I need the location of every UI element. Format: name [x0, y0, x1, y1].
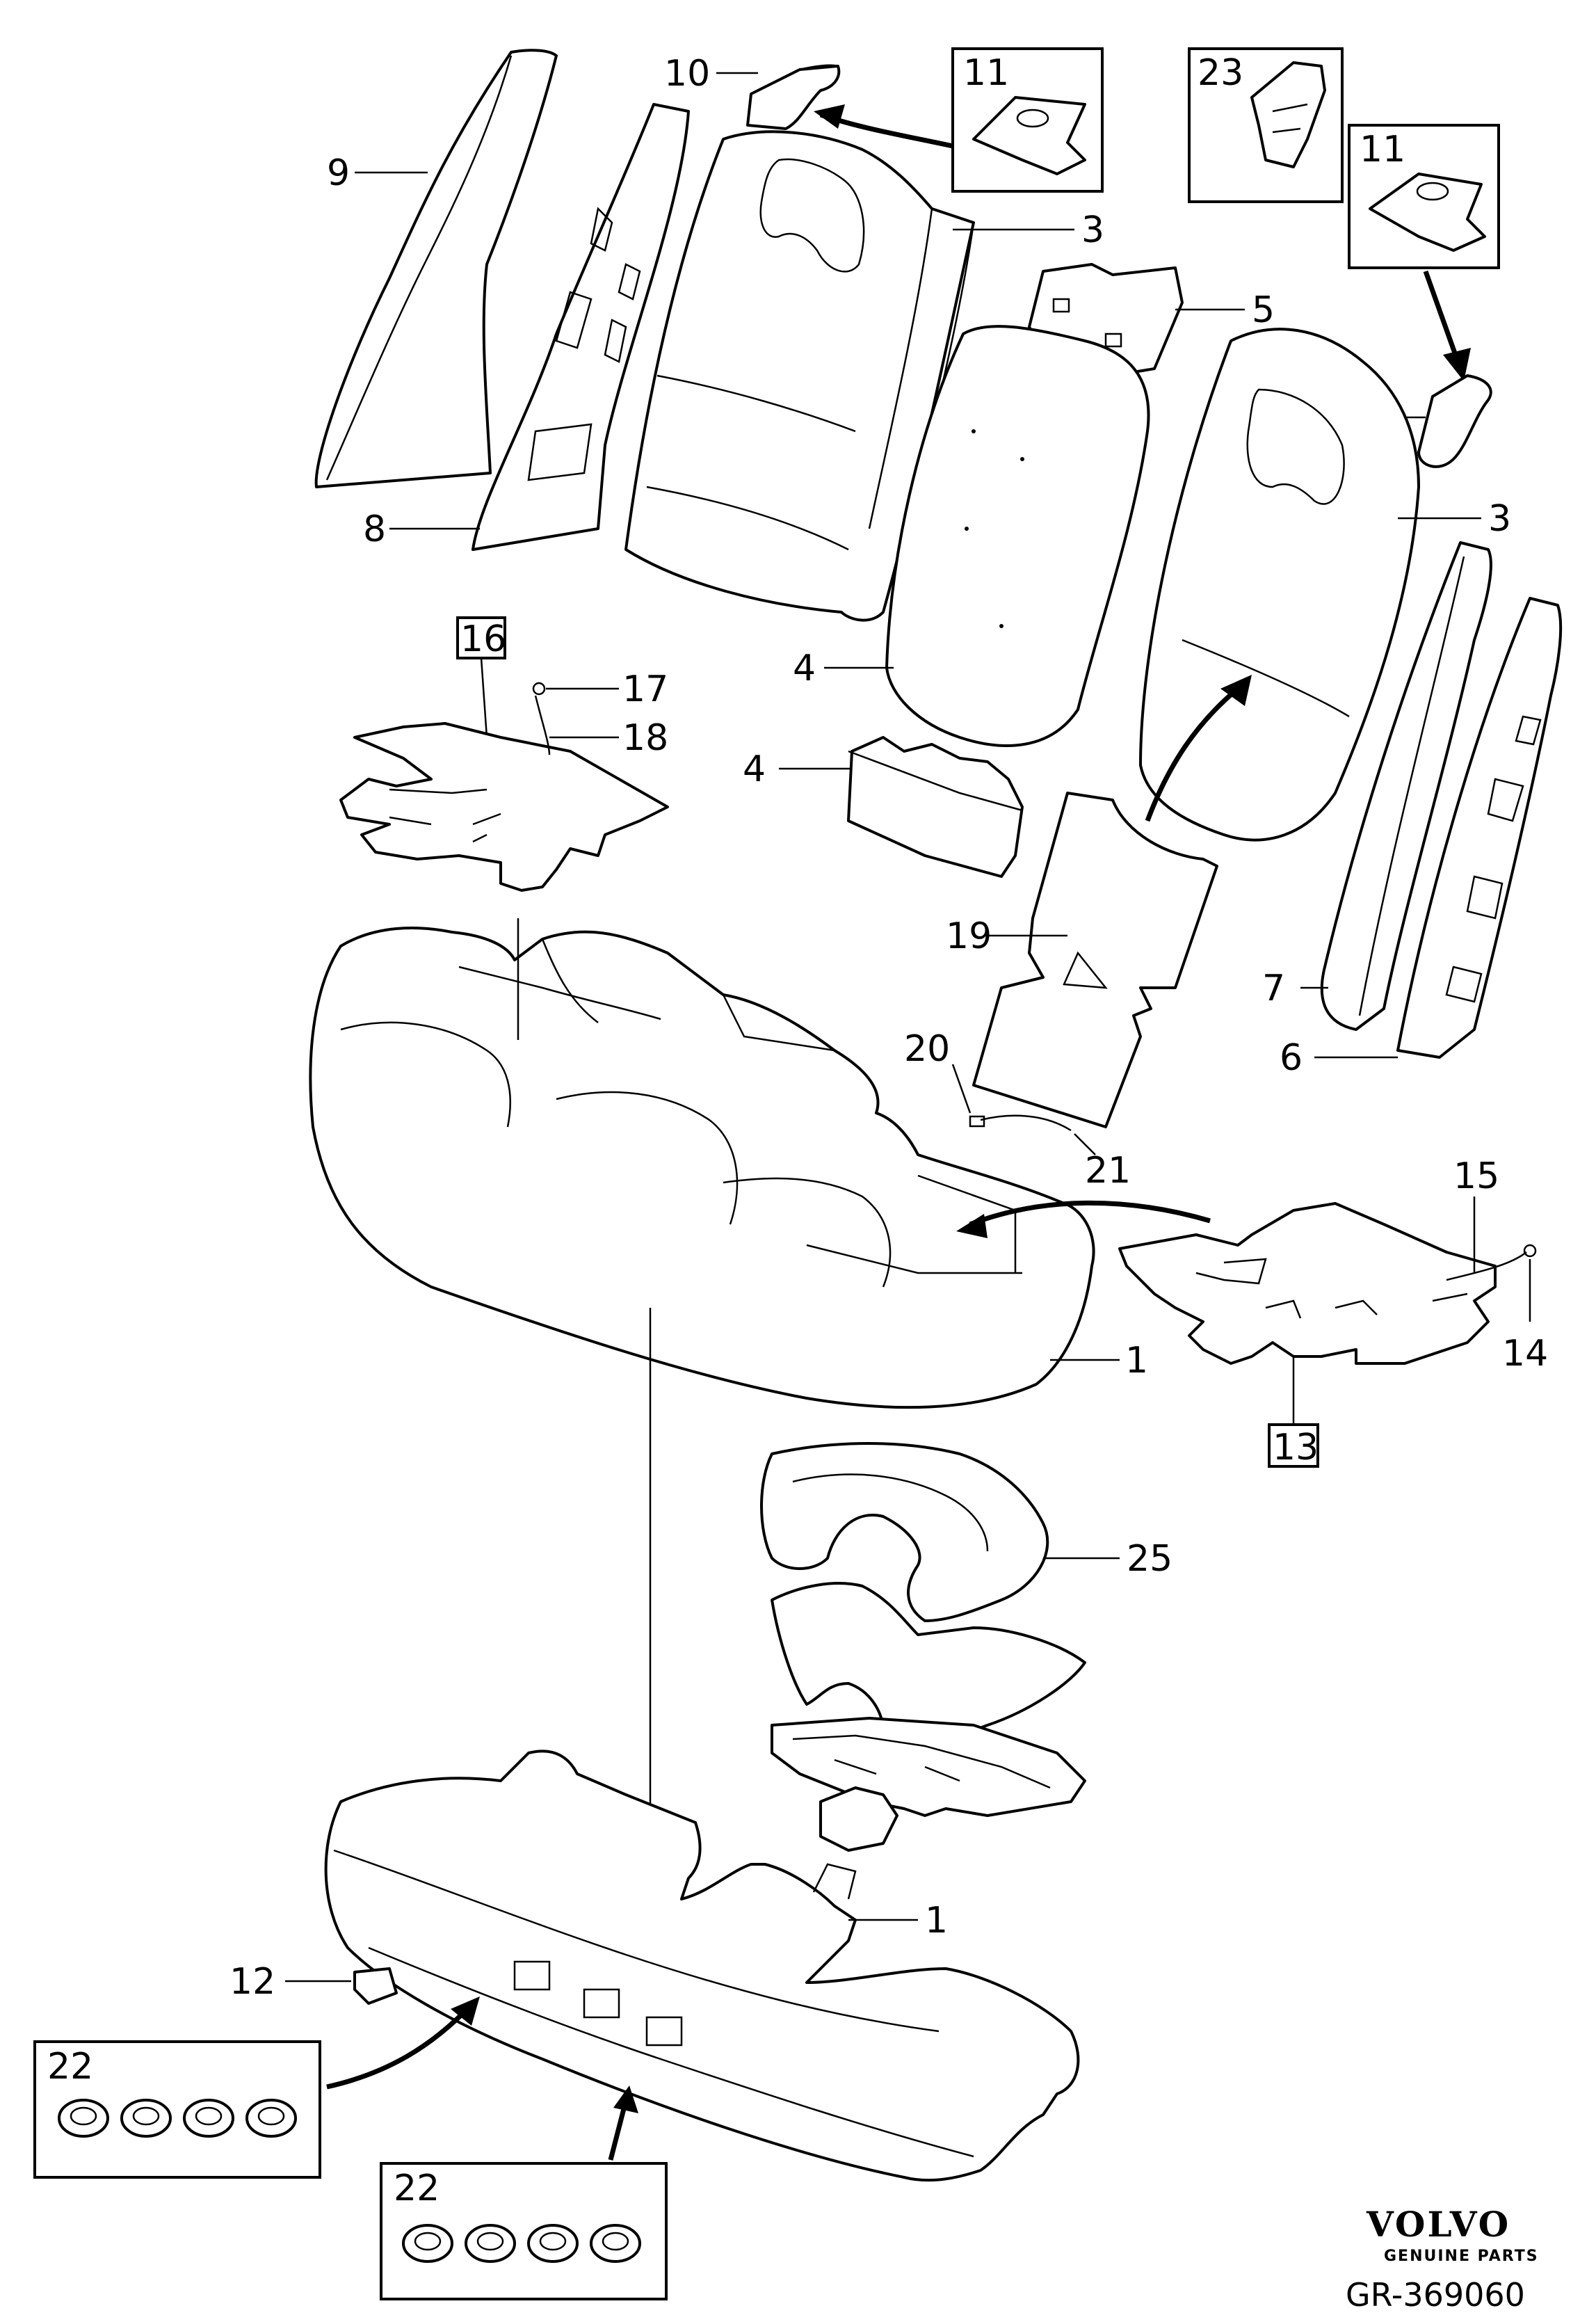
- callout-6: 6: [1280, 1037, 1303, 1079]
- clip-part-10-right: [1417, 374, 1492, 468]
- clip-nut-11-left: [972, 96, 1086, 175]
- callout-16: 16: [460, 618, 506, 660]
- callout-13: 13: [1273, 1427, 1319, 1468]
- callout-22-bottom: 22: [394, 2168, 440, 2209]
- center-block-part-4: [847, 736, 1024, 878]
- callout-9: 9: [327, 152, 350, 194]
- wire-18: [534, 695, 551, 755]
- nut-set-22-left: [58, 2099, 297, 2138]
- brand-tagline: GENUINE PARTS: [1384, 2248, 1539, 2265]
- sensor-14: [1523, 1244, 1537, 1258]
- callout-8: 8: [363, 509, 386, 550]
- sensor-17: [532, 682, 546, 696]
- brand-wordmark: VOLVO: [1366, 2204, 1510, 2245]
- seat-frame-part: [324, 1749, 1080, 2182]
- callout-12: 12: [229, 1961, 275, 2003]
- callout-1-upper: 1: [1125, 1340, 1148, 1382]
- callout-14: 14: [1502, 1333, 1548, 1375]
- callout-22-left: 22: [47, 2046, 93, 2088]
- callout-18: 18: [622, 717, 668, 759]
- callout-box-13: [1268, 1423, 1319, 1468]
- cushion-insert-part-25: [760, 1442, 1049, 1622]
- callout-11-right: 11: [1360, 129, 1405, 170]
- callout-4-lower: 4: [743, 748, 766, 790]
- clip-part-12: [353, 1967, 398, 2005]
- callout-23: 23: [1198, 52, 1243, 94]
- callout-4-upper: 4: [793, 648, 816, 689]
- backrest-frame-left-part: [471, 103, 690, 551]
- callout-box-16: [456, 616, 506, 659]
- callout-1-lower: 1: [925, 1900, 948, 1941]
- clip-part-23: [1250, 61, 1326, 168]
- callout-15: 15: [1453, 1155, 1499, 1197]
- connector-20: [969, 1115, 985, 1128]
- seat-cushion-part: [309, 927, 1095, 1409]
- callout-19: 19: [946, 915, 992, 957]
- backrest-cushion-right-part: [1139, 328, 1420, 842]
- diagram-id: GR-369060: [1346, 2276, 1525, 2314]
- wire-15: [1446, 1251, 1527, 1281]
- callout-5: 5: [1252, 289, 1275, 331]
- backrest-cushion-left-part: [624, 130, 975, 622]
- callout-3-left: 3: [1081, 209, 1104, 251]
- callout-21: 21: [1085, 1150, 1131, 1192]
- center-backrest-pad-part: [885, 325, 1150, 747]
- heating-mat-backrest-part-19: [972, 792, 1218, 1128]
- wire-21: [980, 1114, 1072, 1132]
- side-bolster-left-part: [314, 49, 558, 488]
- clip-nut-11-right: [1369, 173, 1486, 252]
- clip-part-10-top: [746, 64, 841, 130]
- nut-set-22-bottom: [402, 2224, 641, 2263]
- callout-3-right: 3: [1488, 498, 1511, 540]
- callout-20: 20: [904, 1028, 950, 1070]
- heating-mat-seat-left-part: [339, 722, 669, 892]
- cushion-frame-subpart: [771, 1717, 1086, 1852]
- heating-mat-seat-right-part: [1118, 1202, 1497, 1365]
- cushion-foam-subpart: [771, 1582, 1086, 1741]
- backrest-frame-right-part: [1396, 597, 1563, 1059]
- callout-10-top: 10: [664, 53, 710, 95]
- callout-17: 17: [622, 668, 668, 710]
- side-bolster-right-part: [1320, 541, 1492, 1031]
- callout-11-left: 11: [963, 52, 1009, 94]
- callout-7: 7: [1262, 968, 1285, 1009]
- callout-25: 25: [1127, 1538, 1172, 1580]
